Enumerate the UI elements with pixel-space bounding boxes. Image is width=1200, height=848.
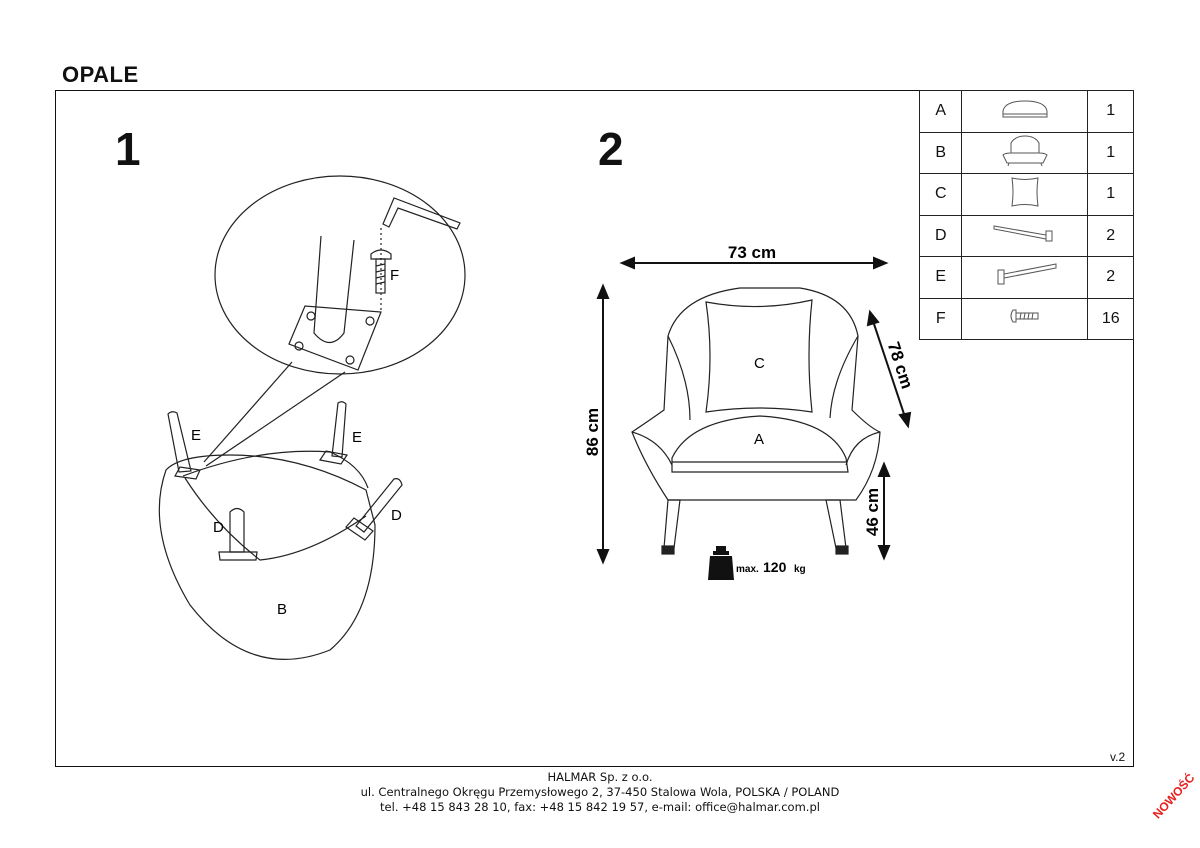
leg-detail: [313, 235, 355, 344]
footer-company: HALMAR Sp. z o.o.: [547, 770, 653, 784]
part-label: A: [918, 90, 963, 133]
label-d-right: D: [391, 507, 402, 524]
parts-table: A 1 B 1 C 1 D: [918, 90, 1134, 340]
footer: HALMAR Sp. z o.o. ul. Centralnego Okręgu…: [0, 770, 1200, 815]
leg-d-left: [229, 507, 245, 553]
part-qty: 1: [1087, 131, 1134, 174]
leg-d-right: [355, 478, 403, 533]
label-b: B: [277, 601, 287, 618]
instruction-frame: [55, 90, 1134, 767]
part-label: B: [918, 131, 963, 174]
part-label: D: [918, 214, 963, 257]
leg-e-left: [167, 411, 192, 473]
parts-row: A 1: [918, 90, 1134, 133]
front-leg-right: [825, 499, 847, 549]
callout-line: [205, 371, 346, 467]
part-qty: 2: [1087, 214, 1134, 257]
part-label: E: [918, 256, 963, 299]
footer-contact: tel. +48 15 843 28 10, fax: +48 15 842 1…: [380, 800, 820, 814]
part-label: C: [918, 173, 963, 216]
label-e-left: E: [191, 427, 201, 444]
seat-cushion-a: [671, 415, 849, 473]
page-title: OPALE: [62, 62, 139, 87]
leg-e-right: [331, 401, 347, 458]
part-qty: 1: [1087, 173, 1134, 216]
mounting-plate: [288, 305, 382, 371]
label-d-left: D: [213, 519, 224, 536]
label-f: F: [390, 267, 399, 284]
chair-body-b: [158, 454, 376, 660]
label-a: A: [754, 431, 764, 448]
part-label: F: [918, 297, 963, 340]
front-leg-left: [663, 499, 681, 549]
parts-row: B 1: [918, 131, 1134, 174]
leg-icon: [961, 214, 1089, 257]
dim-width: 73 cm: [728, 243, 776, 262]
allen-key: [382, 197, 461, 230]
zoom-detail-ellipse: [214, 175, 466, 375]
step-1-illustration: [158, 175, 466, 660]
part-qty: 2: [1087, 256, 1134, 299]
max-load-value: 120: [763, 559, 787, 575]
pillow-icon: [961, 173, 1089, 216]
step-2-number: 2: [598, 123, 624, 175]
parts-row: C 1: [918, 173, 1134, 216]
bolt-f: [370, 249, 392, 260]
max-load-unit: kg: [794, 564, 806, 575]
step-2-illustration: [631, 287, 881, 555]
dimension-arrows: [596, 256, 912, 565]
part-qty: 16: [1087, 297, 1134, 340]
armchair-body-icon: [961, 131, 1089, 174]
max-load-prefix: max.: [736, 564, 759, 575]
part-qty: 1: [1087, 90, 1134, 133]
label-e-right: E: [352, 429, 362, 446]
pillow-c: [705, 299, 813, 413]
footer-address: ul. Centralnego Okręgu Przemysłowego 2, …: [360, 785, 840, 799]
seat-cushion-icon: [961, 90, 1089, 133]
parts-row: E 2: [918, 256, 1134, 299]
parts-row: D 2: [918, 214, 1134, 257]
leg-icon: [961, 256, 1089, 299]
dim-height: 86 cm: [583, 408, 602, 456]
label-c: C: [754, 355, 765, 372]
callout-line: [203, 361, 293, 463]
bolt-icon: [961, 297, 1089, 340]
version-label: v.2: [1110, 750, 1126, 764]
parts-row: F 16: [918, 297, 1134, 340]
armchair-back: [631, 287, 881, 501]
step-1-number: 1: [115, 123, 141, 175]
dim-seat-height: 46 cm: [863, 488, 882, 536]
weight-icon: [708, 546, 734, 580]
